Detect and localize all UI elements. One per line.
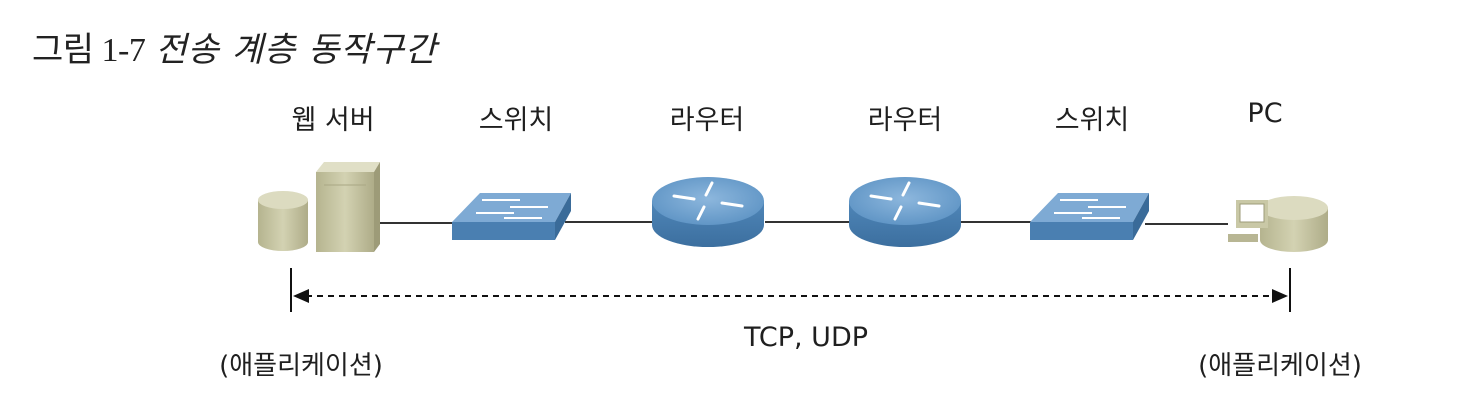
pc-icon	[1228, 196, 1328, 252]
device-label-switch-2: 스위치	[1054, 105, 1130, 136]
span-right-arrowhead	[1272, 289, 1288, 303]
device-label-router-1: 라우터	[669, 105, 745, 136]
device-label-pc: PC	[1247, 98, 1283, 129]
switch-icon	[452, 193, 571, 240]
device-label-router-2: 라우터	[867, 105, 943, 136]
figure-number: 그림 1-7	[32, 32, 146, 69]
device-label-web-server: 웹 서버	[291, 105, 375, 136]
right-endpoint-label: (애플리케이션)	[1198, 351, 1362, 381]
left-endpoint-label: (애플리케이션)	[219, 351, 383, 381]
device-label-switch-1: 스위치	[478, 105, 554, 136]
transport-span-arrow	[290, 268, 1291, 312]
switch-icon	[1030, 193, 1149, 240]
network-links	[376, 221, 1228, 225]
web-server-icon	[258, 162, 380, 252]
protocol-label: TCP, UDP	[743, 322, 869, 353]
figure-title: 전송 계층 동작구간	[155, 30, 438, 70]
router-icon	[849, 177, 961, 247]
router-icon	[652, 177, 764, 247]
span-left-arrowhead	[293, 289, 309, 303]
